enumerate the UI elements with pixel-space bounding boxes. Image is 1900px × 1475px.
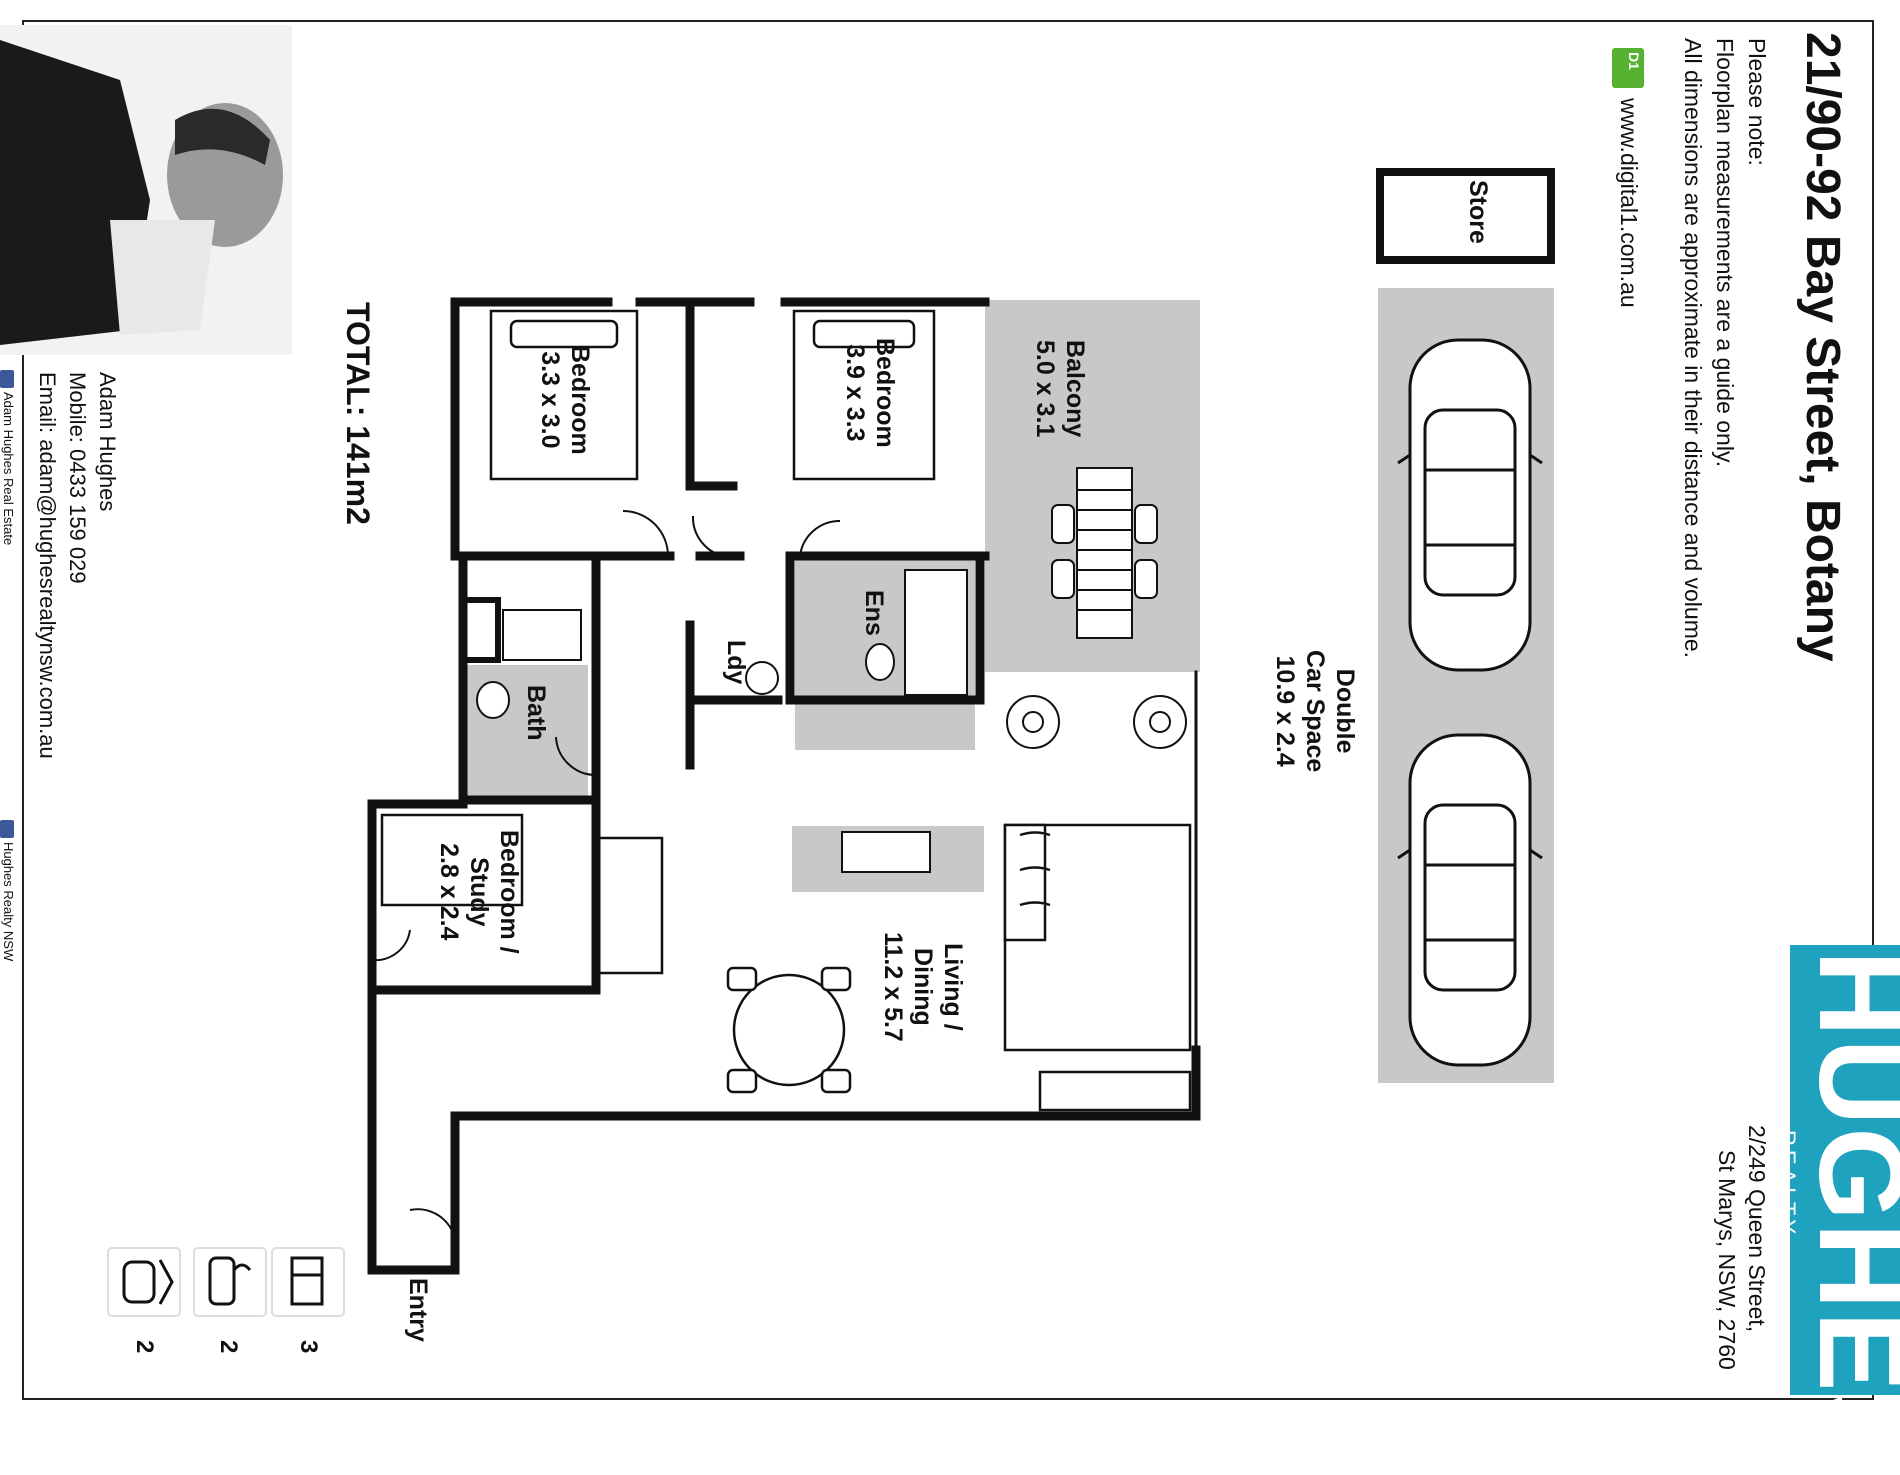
office-address-line-1: 2/249 Queen Street, <box>1744 1125 1770 1333</box>
floorplan-drawing <box>0 25 1900 1395</box>
car-icon-bottom <box>1397 733 1543 1067</box>
brand-block <box>1790 945 1900 1395</box>
laundry-label: Ldy <box>722 640 750 685</box>
study-label: Bedroom / Study 2.8 x 2.4 <box>434 830 524 954</box>
agent-email: Email: adam@hughesrealtynsw.com.au <box>35 372 60 759</box>
kitchen-bench <box>795 700 975 750</box>
bedroom-second-label-1: Bedroom <box>566 345 594 455</box>
bedroom-second-label-2: 3.3 x 3.0 <box>536 351 564 449</box>
page-frame <box>22 20 1874 1400</box>
balcony-label-2: 5.0 x 3.1 <box>1031 340 1059 438</box>
bedroom-main-label-2: 3.9 x 3.3 <box>841 344 869 442</box>
brand-sub: REALTY <box>1775 1130 1800 1238</box>
tv-unit <box>1038 1070 1192 1112</box>
car-count: 2 <box>131 1340 158 1354</box>
carspace-label: Double Car Space 10.9 x 2.4 <box>1270 650 1360 772</box>
sofa-icon <box>1003 823 1192 1052</box>
bed-icon-second <box>489 309 639 481</box>
property-address: 21/90-92 Bay Street, Botany <box>1796 32 1849 662</box>
laundry-tub <box>745 661 779 695</box>
bath-count: 2 <box>215 1340 242 1354</box>
living-label: Living / Dining 11.2 x 5.7 <box>878 932 968 1042</box>
bed-count: 3 <box>295 1340 322 1354</box>
facebook-icon <box>0 820 14 838</box>
toilet-icon <box>476 643 895 719</box>
balcony-label-1: Balcony <box>1061 340 1089 438</box>
carspace-label-2: Car Space <box>1301 650 1329 773</box>
bedroom-main-label: Bedroom 3.9 x 3.3 <box>840 338 900 448</box>
car-icon <box>122 1259 174 1305</box>
study-label-2: Study <box>465 857 493 927</box>
office-address-line-2: St Marys, NSW, 2760 <box>1714 1150 1740 1370</box>
bath-vanity <box>502 609 582 661</box>
balcony-table-icon <box>1051 467 1158 639</box>
agent-photo <box>0 25 292 355</box>
study-label-3: 2.8 x 2.4 <box>435 843 463 941</box>
study-desk <box>380 813 524 907</box>
entry-label: Entry <box>404 1278 432 1342</box>
bedroom-second-label: Bedroom 3.3 x 3.0 <box>535 345 595 455</box>
brand-name: HUGHES <box>1794 950 1900 1475</box>
dining-table-icon <box>726 966 852 1094</box>
digital1-url: www.digital1.com.au <box>1616 98 1642 308</box>
carspace-label-1: Double <box>1331 668 1359 754</box>
agent-mobile: Mobile: 0433 159 029 <box>65 372 90 584</box>
door-swing <box>371 510 841 1241</box>
facebook-link-2[interactable]: Hughes Realty NSW <box>1 842 16 962</box>
balcony-label: Balcony 5.0 x 3.1 <box>1030 340 1090 437</box>
agent-name: Adam Hughes <box>95 372 120 512</box>
digital1-logo <box>1612 48 1644 88</box>
facebook-icon <box>0 370 14 388</box>
bath-icon <box>208 1256 252 1306</box>
digital1-logo-text: D1 <box>1626 52 1642 70</box>
store-room <box>1376 168 1555 264</box>
bedroom-main-label-1: Bedroom <box>871 338 899 448</box>
bath-label: Bath <box>522 685 550 741</box>
car-icon-top <box>1397 338 1543 672</box>
walls <box>367 297 1201 1275</box>
bathtub-icon <box>904 569 968 696</box>
store-label: Store <box>1464 180 1492 244</box>
carspace-label-3: 10.9 x 2.4 <box>1271 655 1299 767</box>
ensuite-label: Ens <box>860 590 888 636</box>
living-label-3: 11.2 x 5.7 <box>879 932 907 1042</box>
note-line-1: Floorplan measurements are a guide only. <box>1712 38 1738 468</box>
bed-icon <box>290 1256 324 1306</box>
sink-icon <box>841 831 931 873</box>
bed-icon-main <box>792 309 936 481</box>
note-line-2: All dimensions are approximate in their … <box>1680 38 1706 659</box>
total-area: TOTAL: 141m2 <box>340 302 376 525</box>
plant-icon <box>1006 695 1187 749</box>
facebook-link-1[interactable]: Adam Hughes Real Estate <box>1 392 16 546</box>
study-label-1: Bedroom / <box>495 830 523 954</box>
study-sofa <box>595 836 664 975</box>
living-label-2: Dining <box>909 948 937 1026</box>
living-label-1: Living / <box>939 943 967 1031</box>
note-title: Please note: <box>1744 38 1770 166</box>
